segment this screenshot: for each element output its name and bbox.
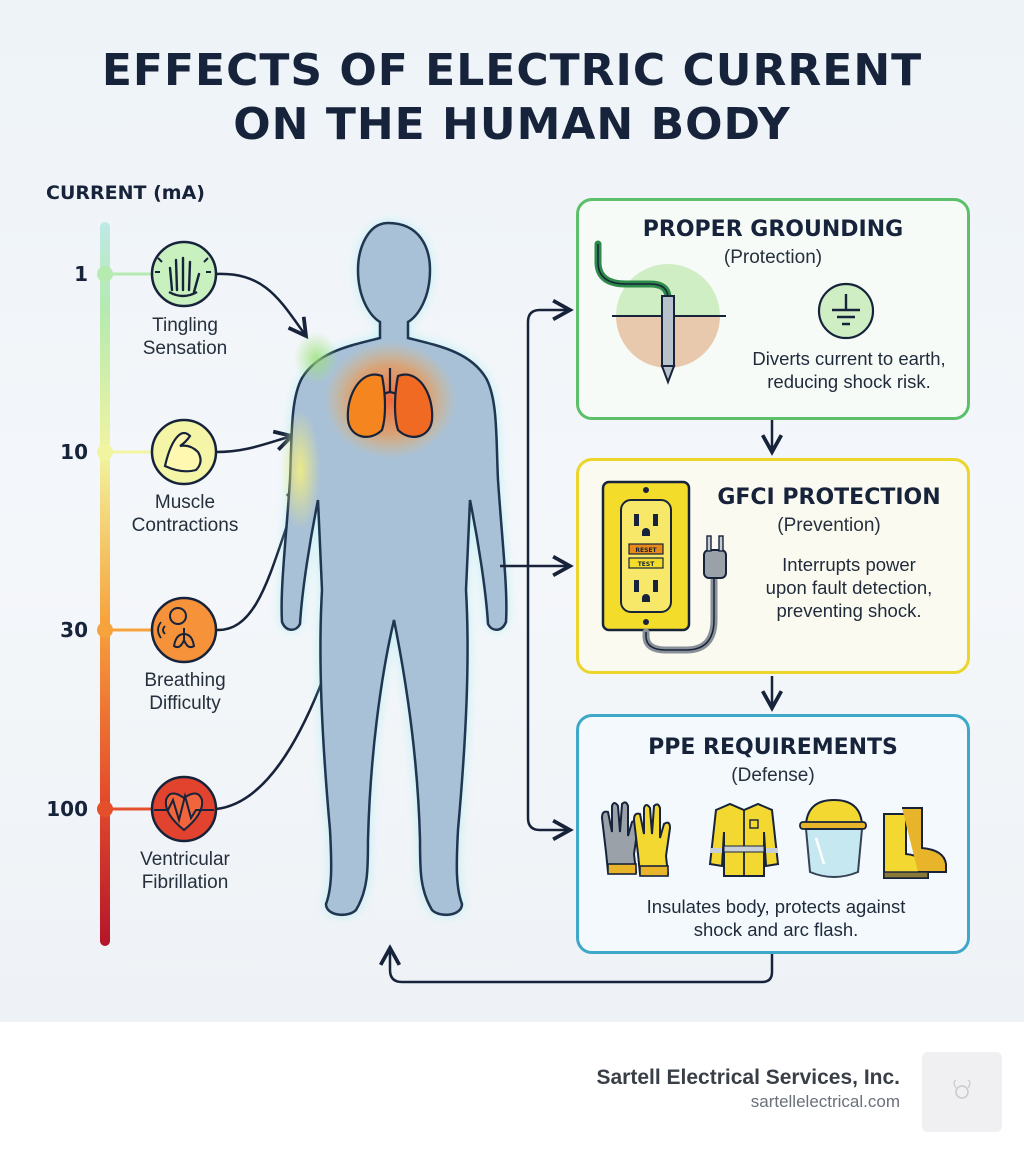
breathing-line-2: Difficulty xyxy=(149,693,221,714)
ppe-desc-line-2: shock and arc flash. xyxy=(693,919,859,940)
human-body-figure xyxy=(280,221,508,917)
grounding-description: Diverts current to earth, reducing shock… xyxy=(729,347,969,393)
tingling-line-2: Sensation xyxy=(142,338,228,359)
grounding-title: PROPER GROUNDING xyxy=(642,217,904,242)
gfci-outlet-icon xyxy=(601,480,691,632)
page-title: EFFECTS OF ELECTRIC CURRENT ON THE HUMAN… xyxy=(0,44,1024,152)
grounding-graphics xyxy=(594,240,875,385)
hard-hat-face-shield-icon xyxy=(799,798,867,878)
earth-ground-symbol-icon xyxy=(817,282,875,340)
flexed-arm-icon xyxy=(150,418,218,486)
plug-icon xyxy=(642,535,727,654)
gfci-desc-line-3: preventing shock. xyxy=(776,600,922,621)
gfci-subtitle: (Prevention) xyxy=(777,515,881,536)
company-logo xyxy=(922,1052,1002,1132)
tick-10: 10 xyxy=(60,440,88,464)
grounding-desc-line-1: Diverts current to earth, xyxy=(752,348,946,369)
title-line-2: ON THE HUMAN BODY xyxy=(233,99,791,150)
arrow-tingling xyxy=(215,272,306,336)
effect-label-breathing: Breathing Difficulty xyxy=(110,669,260,715)
grounding-subtitle: (Protection) xyxy=(723,247,823,268)
ppe-description: Insulates body, protects against shock a… xyxy=(589,895,963,941)
tick-30: 30 xyxy=(60,618,88,642)
ppe-subtitle: (Defense) xyxy=(731,765,815,786)
footer xyxy=(0,1022,1024,1154)
level-30-marker xyxy=(97,622,152,638)
ppe-desc-line-1: Insulates body, protects against xyxy=(646,896,906,917)
tingling-line-1: Tingling xyxy=(152,315,218,336)
tick-1: 1 xyxy=(74,262,88,286)
gfci-description: Interrupts power upon fault detection, p… xyxy=(729,553,969,622)
arc-flash-jacket-icon xyxy=(708,802,780,877)
effect-label-tingling: Tingling Sensation xyxy=(110,314,260,360)
lungs-icon xyxy=(346,368,434,438)
company-name: Sartell Electrical Services, Inc. xyxy=(596,1066,900,1089)
level-1-marker xyxy=(97,266,152,282)
title-line-1: EFFECTS OF ELECTRIC CURRENT xyxy=(101,45,923,96)
hand-tingling-icon xyxy=(150,240,218,308)
card-proper-grounding: PROPER GROUNDING (Protection) Diverts cu… xyxy=(576,198,970,420)
arrow-ppe-to-body xyxy=(390,948,774,984)
tick-100: 100 xyxy=(46,797,88,821)
connector-body-to-cards xyxy=(500,308,541,832)
current-axis-title: CURRENT (mA) xyxy=(46,182,205,204)
card-gfci-protection: GFCI PROTECTION (Prevention) RESET TEST xyxy=(576,458,970,674)
bee-logo-icon xyxy=(953,1079,971,1099)
gfci-graphics: RESET TEST xyxy=(601,480,727,654)
fibrillation-line-1: Ventricular xyxy=(140,849,230,870)
grounding-rod-icon xyxy=(594,240,726,385)
card-ppe-requirements: PPE REQUIREMENTS (Defense) xyxy=(576,714,970,954)
heart-ecg-icon xyxy=(150,775,218,843)
arrow-muscle xyxy=(215,436,292,454)
ppe-graphics xyxy=(600,798,947,879)
outlet-test-label: TEST xyxy=(638,561,656,568)
outlet-reset-label: RESET xyxy=(635,547,657,554)
insulated-gloves-icon xyxy=(600,801,672,877)
muscle-line-2: Contractions xyxy=(131,515,239,536)
lungs-breathing-icon xyxy=(150,596,218,664)
gfci-desc-line-2: upon fault detection, xyxy=(765,577,933,598)
level-100-marker xyxy=(97,801,152,817)
company-website[interactable]: sartellelectrical.com xyxy=(750,1092,900,1111)
fibrillation-line-2: Fibrillation xyxy=(141,872,229,893)
gfci-desc-line-1: Interrupts power xyxy=(782,554,916,575)
safety-boots-icon xyxy=(883,807,947,879)
muscle-line-1: Muscle xyxy=(154,492,216,513)
effect-label-muscle: Muscle Contractions xyxy=(110,491,260,537)
current-scale-bar xyxy=(100,222,110,946)
grounding-desc-line-2: reducing shock risk. xyxy=(767,371,931,392)
effect-label-fibrillation: Ventricular Fibrillation xyxy=(110,848,260,894)
breathing-line-1: Breathing xyxy=(144,670,226,691)
level-10-marker xyxy=(97,444,152,460)
diagram-graphics xyxy=(97,221,1024,984)
gfci-title: GFCI PROTECTION xyxy=(717,485,941,510)
ppe-title: PPE REQUIREMENTS xyxy=(648,735,898,760)
